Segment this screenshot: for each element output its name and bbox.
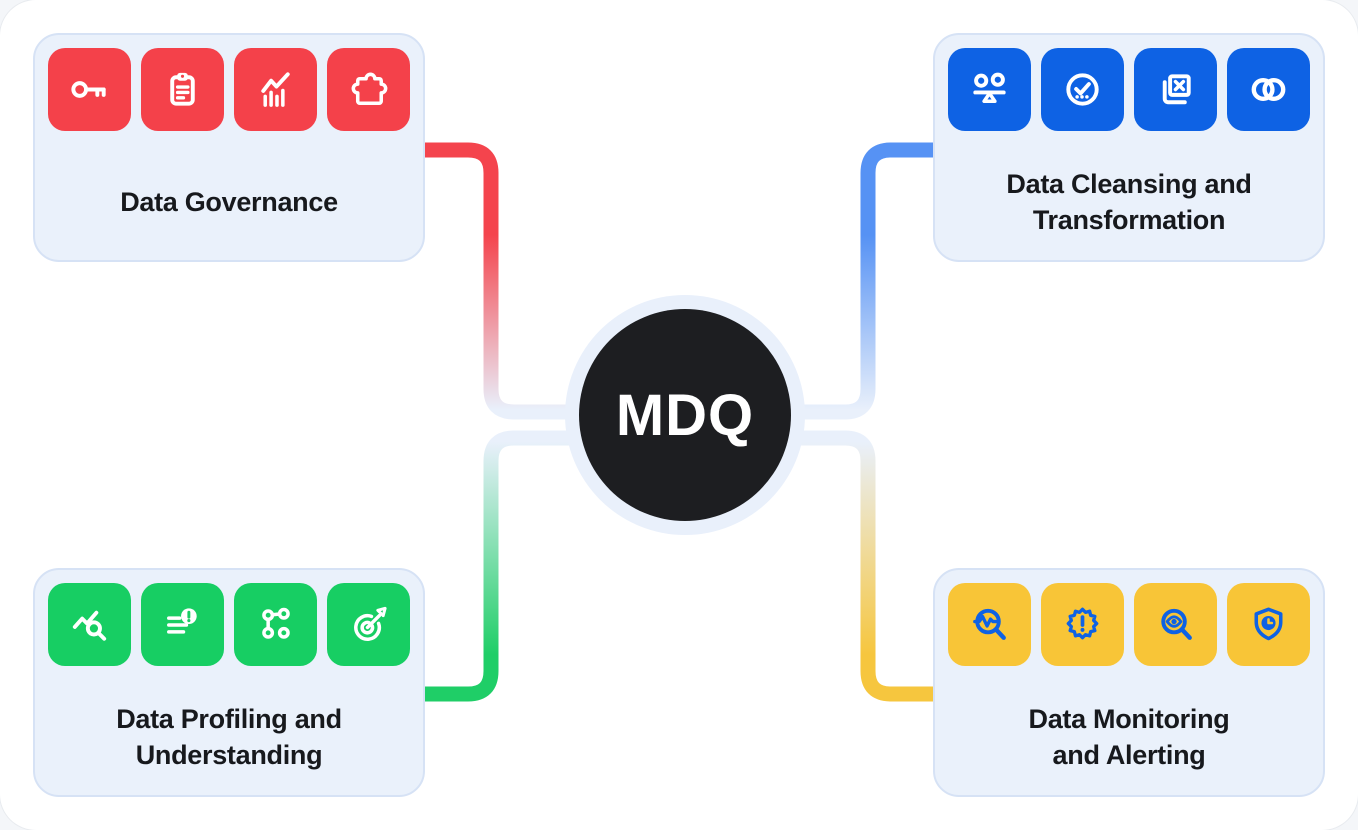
group-box-data-profiling: Data Profiling and Understanding — [33, 568, 425, 797]
tile-shield-clock — [1227, 583, 1310, 666]
alert-burst-icon — [1059, 601, 1106, 648]
tile-clipboard — [141, 48, 224, 131]
eye-search-icon — [1152, 601, 1199, 648]
group-title-line: Data Governance — [120, 186, 338, 217]
tile-row — [948, 583, 1310, 666]
group-title-line: Data Cleansing and — [1006, 168, 1252, 199]
duplicate-remove-icon — [1152, 66, 1199, 113]
center-node: MDQ — [579, 309, 791, 521]
group-box-data-monitoring: Data Monitoring and Alerting — [933, 568, 1325, 797]
balance-icon — [966, 66, 1013, 113]
bar-chart-icon — [252, 66, 299, 113]
check-circle-icon — [1059, 66, 1106, 113]
tile-row — [48, 583, 410, 666]
tile-row — [48, 48, 410, 131]
group-title: Data Cleansing and Transformation — [935, 143, 1323, 260]
puzzle-icon — [345, 66, 392, 113]
connector-data-profiling — [424, 430, 602, 702]
tile-balance — [948, 48, 1031, 131]
merge-circles-icon — [1245, 66, 1292, 113]
group-title-line: Transformation — [1032, 204, 1226, 235]
tile-eye-search — [1134, 583, 1217, 666]
connector-data-cleansing — [756, 142, 934, 420]
list-alert-icon — [159, 601, 206, 648]
group-title-line: Data Profiling and — [116, 703, 342, 734]
connector-data-monitoring — [756, 430, 934, 702]
center-label: MDQ — [615, 382, 755, 448]
target-dart-icon — [345, 601, 392, 648]
group-title: Data Governance — [35, 143, 423, 260]
clipboard-icon — [159, 66, 206, 113]
tile-pulse-search — [948, 583, 1031, 666]
tile-duplicate-remove — [1134, 48, 1217, 131]
tile-row — [948, 48, 1310, 131]
shield-clock-icon — [1245, 601, 1292, 648]
connector-data-governance — [424, 142, 602, 420]
group-title: Data Profiling and Understanding — [35, 678, 423, 795]
tile-target-dart — [327, 583, 410, 666]
group-title-line: and Alerting — [1052, 739, 1206, 770]
tile-check-circle — [1041, 48, 1124, 131]
tile-bar-chart — [234, 48, 317, 131]
tile-trend-search — [48, 583, 131, 666]
tile-flow-nodes — [234, 583, 317, 666]
group-title: Data Monitoring and Alerting — [935, 678, 1323, 795]
tile-merge-circles — [1227, 48, 1310, 131]
group-title-line: Data Monitoring — [1028, 703, 1230, 734]
trend-search-icon — [66, 601, 113, 648]
tile-puzzle — [327, 48, 410, 131]
pulse-search-icon — [966, 601, 1013, 648]
tile-key — [48, 48, 131, 131]
flow-nodes-icon — [252, 601, 299, 648]
group-title-line: Understanding — [135, 739, 323, 770]
group-box-data-governance: Data Governance — [33, 33, 425, 262]
tile-list-alert — [141, 583, 224, 666]
key-icon — [66, 66, 113, 113]
group-box-data-cleansing: Data Cleansing and Transformation — [933, 33, 1325, 262]
tile-alert-burst — [1041, 583, 1124, 666]
